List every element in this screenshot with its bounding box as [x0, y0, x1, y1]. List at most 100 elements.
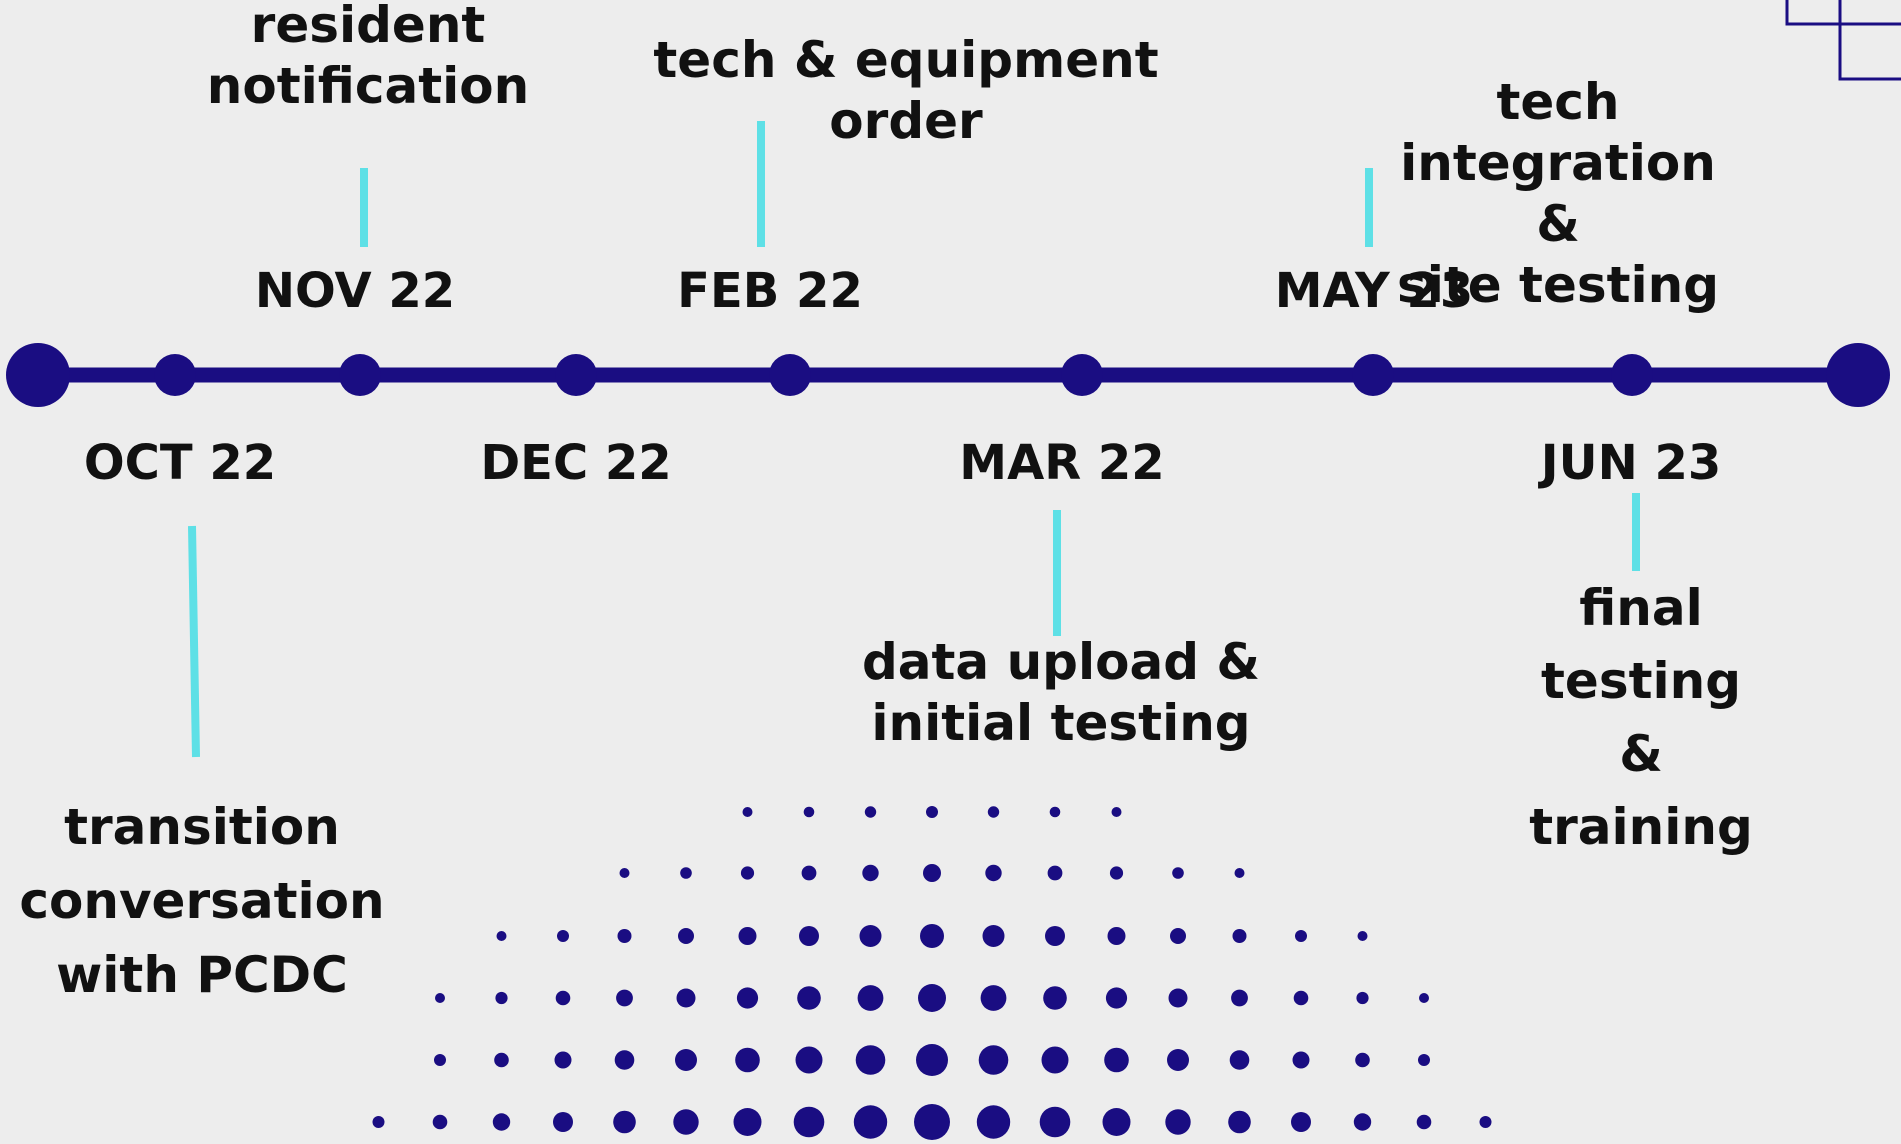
halftone-dot: [853, 1105, 888, 1139]
halftone-dot: [855, 1045, 886, 1075]
halftone-dot: [914, 1104, 950, 1140]
halftone-dot: [1102, 1108, 1131, 1136]
halftone-dot: [980, 985, 1007, 1011]
milestone-oct22: transition conversation with PCDC: [19, 798, 385, 1004]
halftone-dot: [923, 864, 941, 882]
halftone-dot: [554, 1051, 572, 1069]
timeline-node-may23: [1352, 354, 1394, 396]
milestone-may23: tech integration & site testing: [1396, 73, 1720, 314]
halftone-dot: [1107, 927, 1126, 945]
connector-lines: [188, 121, 1640, 758]
timeline-node-oct22: [154, 354, 196, 396]
halftone-dot: [614, 1050, 635, 1070]
connector-oct22: [188, 525, 200, 758]
halftone-dot: [1229, 1050, 1250, 1070]
milestone-nov22: resident notification: [206, 0, 530, 115]
halftone-dot: [1049, 806, 1061, 818]
timeline-node-jun23: [1611, 354, 1653, 396]
halftone-dot: [617, 929, 632, 943]
halftone-dot: [1291, 1112, 1311, 1132]
halftone-dot: [920, 924, 944, 948]
halftone-dot: [857, 985, 884, 1011]
halftone-dot: [675, 1049, 697, 1071]
halftone-dot: [1231, 989, 1248, 1007]
milestone-jun23: final testing & training: [1529, 579, 1753, 856]
halftone-dot: [1045, 926, 1065, 946]
halftone-dot: [613, 1110, 636, 1134]
timeline-axis: [6, 343, 1890, 407]
halftone-dot: [1111, 807, 1122, 817]
halftone-dot: [978, 1045, 1009, 1075]
halftone-dot: [742, 807, 753, 817]
corner-square-decoration: [1785, 0, 1901, 81]
timeline-node-mar22: [1061, 354, 1103, 396]
halftone-dot: [494, 1052, 509, 1068]
halftone-dot: [555, 990, 571, 1006]
halftone-dot: [797, 986, 821, 1010]
halftone-dot: [1295, 930, 1307, 942]
halftone-dot: [1293, 990, 1309, 1006]
milestone-mar22: data upload & initial testing: [862, 633, 1260, 752]
halftone-dot: [676, 988, 696, 1008]
date-label-nov22: NOV 22: [254, 263, 456, 319]
halftone-dot: [1105, 987, 1128, 1009]
halftone-dot: [862, 864, 879, 882]
halftone-dot: [1041, 1046, 1069, 1074]
halftone-dot: [496, 931, 507, 941]
halftone-dot: [1104, 1047, 1129, 1073]
halftone-dot: [1109, 866, 1124, 880]
halftone-dot: [1047, 865, 1063, 881]
halftone-dot: [1170, 928, 1186, 944]
halftone-dot: [434, 1054, 446, 1066]
halftone-dot: [1355, 1052, 1370, 1068]
halftone-dot: [372, 1116, 385, 1128]
halftone-dot: [1419, 993, 1429, 1003]
halftone-dot: [678, 928, 694, 944]
halftone-dot: [1228, 1110, 1251, 1134]
halftone-dot: [982, 925, 1005, 947]
timeline-node-dec22: [555, 354, 597, 396]
halftone-dot: [1043, 986, 1067, 1010]
halftone-dot: [738, 927, 757, 945]
halftone-dot: [916, 1044, 948, 1076]
date-label-oct22: OCT 22: [83, 435, 277, 491]
date-label-feb22: FEB 22: [677, 263, 863, 319]
halftone-dot: [1416, 1114, 1432, 1130]
halftone-dot: [985, 864, 1002, 882]
halftone-dot: [1418, 1054, 1430, 1066]
halftone-dot: [740, 866, 755, 880]
halftone-dot: [432, 1114, 448, 1130]
halftone-dot: [795, 1046, 823, 1074]
halftone-dot: [799, 926, 819, 946]
halftone-dot: [987, 806, 1000, 818]
halftone-dot: [1356, 991, 1369, 1005]
halftone-dot: [733, 1108, 762, 1136]
date-label-dec22: DEC 22: [480, 435, 672, 491]
halftone-dot: [801, 865, 817, 881]
halftone-dot: [673, 1109, 699, 1135]
milestone-feb22: tech & equipment order: [653, 31, 1159, 150]
date-label-jun23: JUN 23: [1540, 435, 1722, 491]
halftone-dot: [1232, 929, 1247, 943]
halftone-dot: [495, 991, 508, 1005]
timeline-node-nov22: [339, 354, 381, 396]
halftone-dot: [1234, 868, 1245, 878]
halftone-dot: [1353, 1113, 1372, 1131]
halftone-dot: [619, 868, 630, 878]
timeline-end-node: [1826, 343, 1890, 407]
halftone-dot: [1292, 1051, 1310, 1069]
date-label-mar22: MAR 22: [959, 435, 1165, 491]
halftone-dot: [736, 987, 759, 1009]
halftone-dot: [976, 1105, 1011, 1139]
halftone-dot: [557, 930, 569, 942]
halftone-dot: [553, 1112, 573, 1132]
halftone-dots-decoration: [372, 806, 1492, 1140]
halftone-dot: [793, 1106, 825, 1138]
halftone-dot: [1479, 1116, 1492, 1128]
halftone-dot: [1167, 1049, 1189, 1071]
halftone-dot: [492, 1113, 511, 1131]
halftone-dot: [680, 867, 692, 879]
halftone-dot: [1357, 931, 1368, 941]
halftone-dot: [918, 984, 946, 1012]
